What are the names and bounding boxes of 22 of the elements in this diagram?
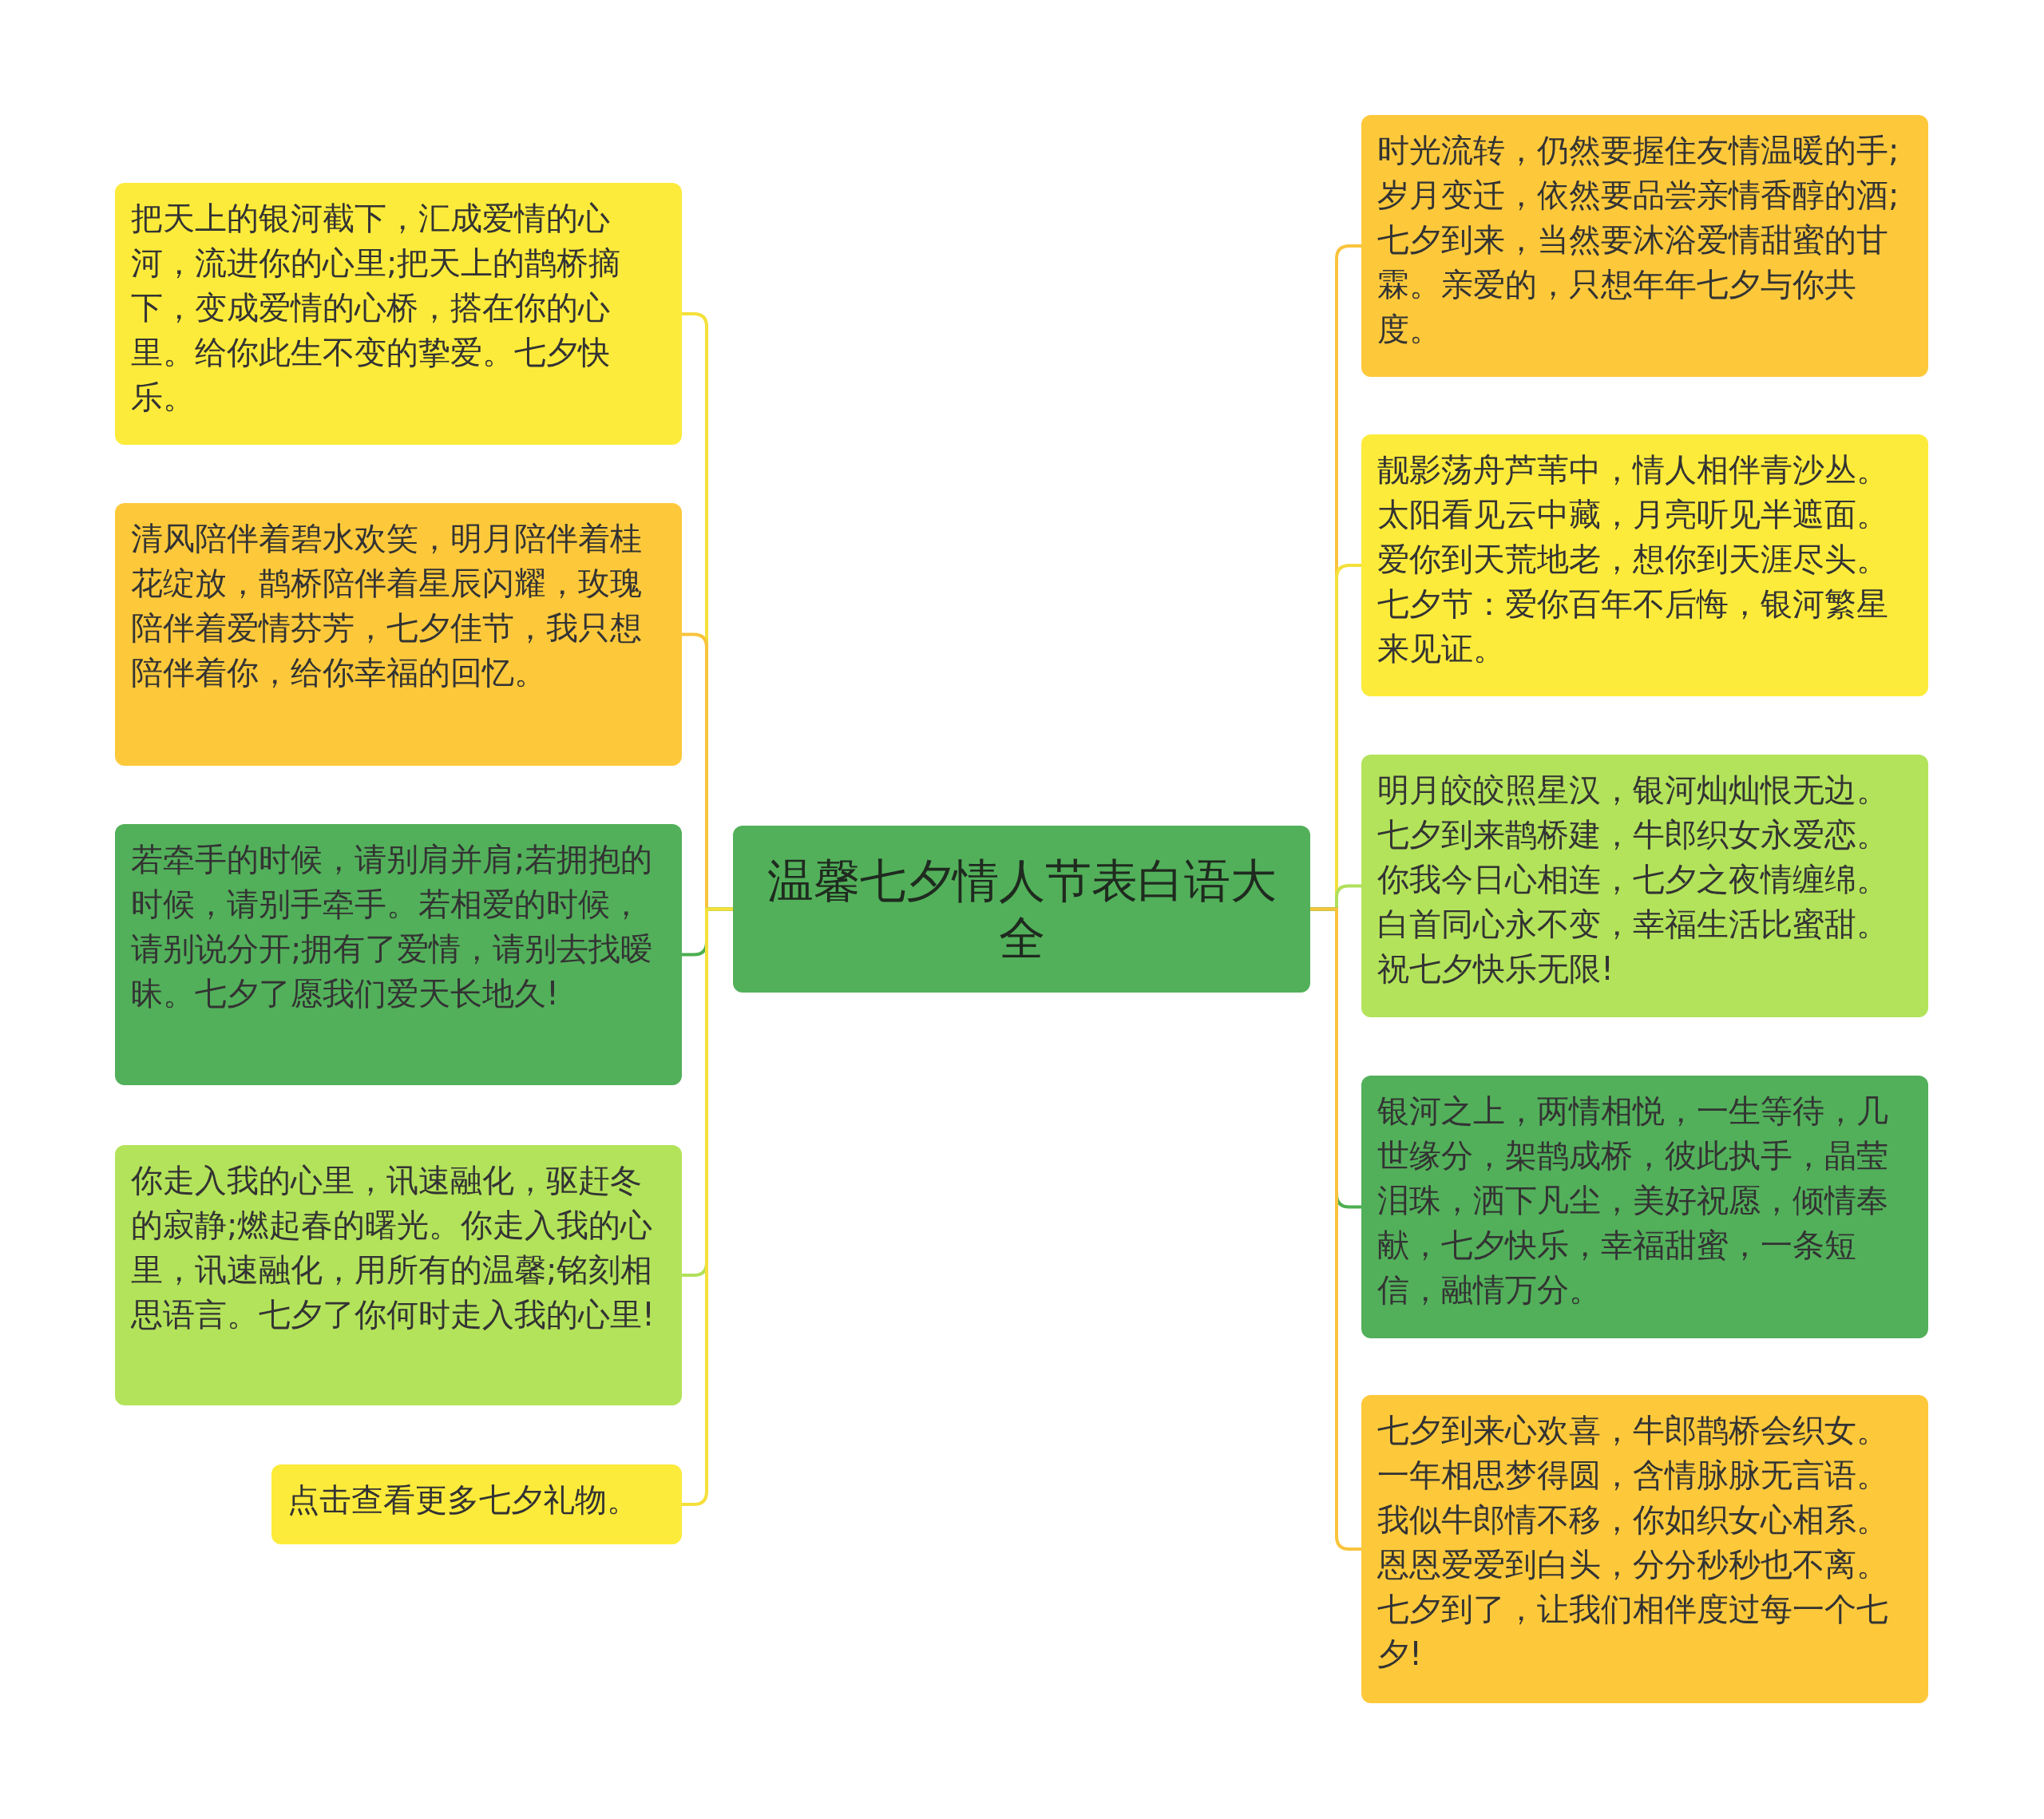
message-text: 七夕到来心欢喜，牛郎鹊桥会织女。一年相思梦得圆，含情脉脉无言语。我似牛郎情不移，你如织女心相系。恩恩爱爱到白头，分分秒秒也不离。七夕到了，让我们相伴度过每一个七夕! bbox=[1377, 1411, 1889, 1674]
message-text: 把天上的银河截下，汇成爱情的心河，流进你的心里;把天上的鹊桥摘下，变成爱情的心桥，搭在你的心里。给你此生不变的挚爱。七夕快乐。 bbox=[131, 199, 622, 417]
text-box bbox=[1361, 434, 1928, 696]
message-text: 靓影荡舟芦苇中，情人相伴青沙丛。太阳看见云中藏，月亮听见半遮面。爱你到天荒地老，想你到天涯尽头。七夕节：爱你百年不后悔，银河繁星来见证。 bbox=[1377, 450, 1889, 668]
text-box bbox=[115, 1145, 682, 1405]
topic-box bbox=[733, 826, 1310, 993]
text-box bbox=[1361, 1076, 1928, 1338]
message-text: 若牵手的时候，请别肩并肩;若拥抱的时候，请别手牵手。若相爱的时候，请别说分开;拥有了爱情，请别去找暧昧。七夕了愿我们爱天长地久! bbox=[131, 840, 654, 1013]
text-box bbox=[115, 503, 682, 766]
text-box bbox=[1361, 1395, 1928, 1703]
message-text: 明月皎皎照星汉，银河灿灿恨无边。七夕到来鹊桥建，牛郎织女永爱恋。你我今日心相连，七夕之夜情缠绵。白首同心永不变，幸福生活比蜜甜。祝七夕快乐无限! bbox=[1377, 771, 1889, 989]
text-box bbox=[115, 824, 682, 1085]
text-box bbox=[271, 1464, 682, 1544]
message-text: 时光流转，仍然要握住友情温暖的手;岁月变迁，依然要品尝亲情香醇的酒;七夕到来，当然要沐浴爱情甜蜜的甘霖。亲爱的，只想年年七夕与你共度。 bbox=[1377, 131, 1900, 349]
text-box bbox=[1361, 115, 1928, 377]
text-box bbox=[115, 183, 682, 445]
message-text: 清风陪伴着碧水欢笑，明月陪伴着桂花绽放，鹊桥陪伴着星辰闪耀，玫瑰陪伴着爱情芬芳，七夕佳节，我只想陪伴着你，给你幸福的回忆。 bbox=[131, 519, 643, 692]
message-text: 银河之上，两情相悦，一生等待，几世缘分，架鹊成桥，彼此执手，晶莹泪珠，洒下凡尘，美好祝愿，倾情奉献，七夕快乐，幸福甜蜜，一条短信，融情万分。 bbox=[1377, 1092, 1889, 1310]
topic-title: 温馨七夕情人节表白语大全 bbox=[766, 852, 1278, 967]
message-text: 点击查看更多七夕礼物。 bbox=[287, 1480, 640, 1520]
text-box bbox=[1361, 755, 1928, 1017]
message-text: 你走入我的心里，讯速融化，驱赶冬的寂静;燃起春的曙光。你走入我的心里，讯速融化，用所有的温馨;铭刻相思语言。七夕了你何时走入我的心里! bbox=[131, 1161, 656, 1334]
